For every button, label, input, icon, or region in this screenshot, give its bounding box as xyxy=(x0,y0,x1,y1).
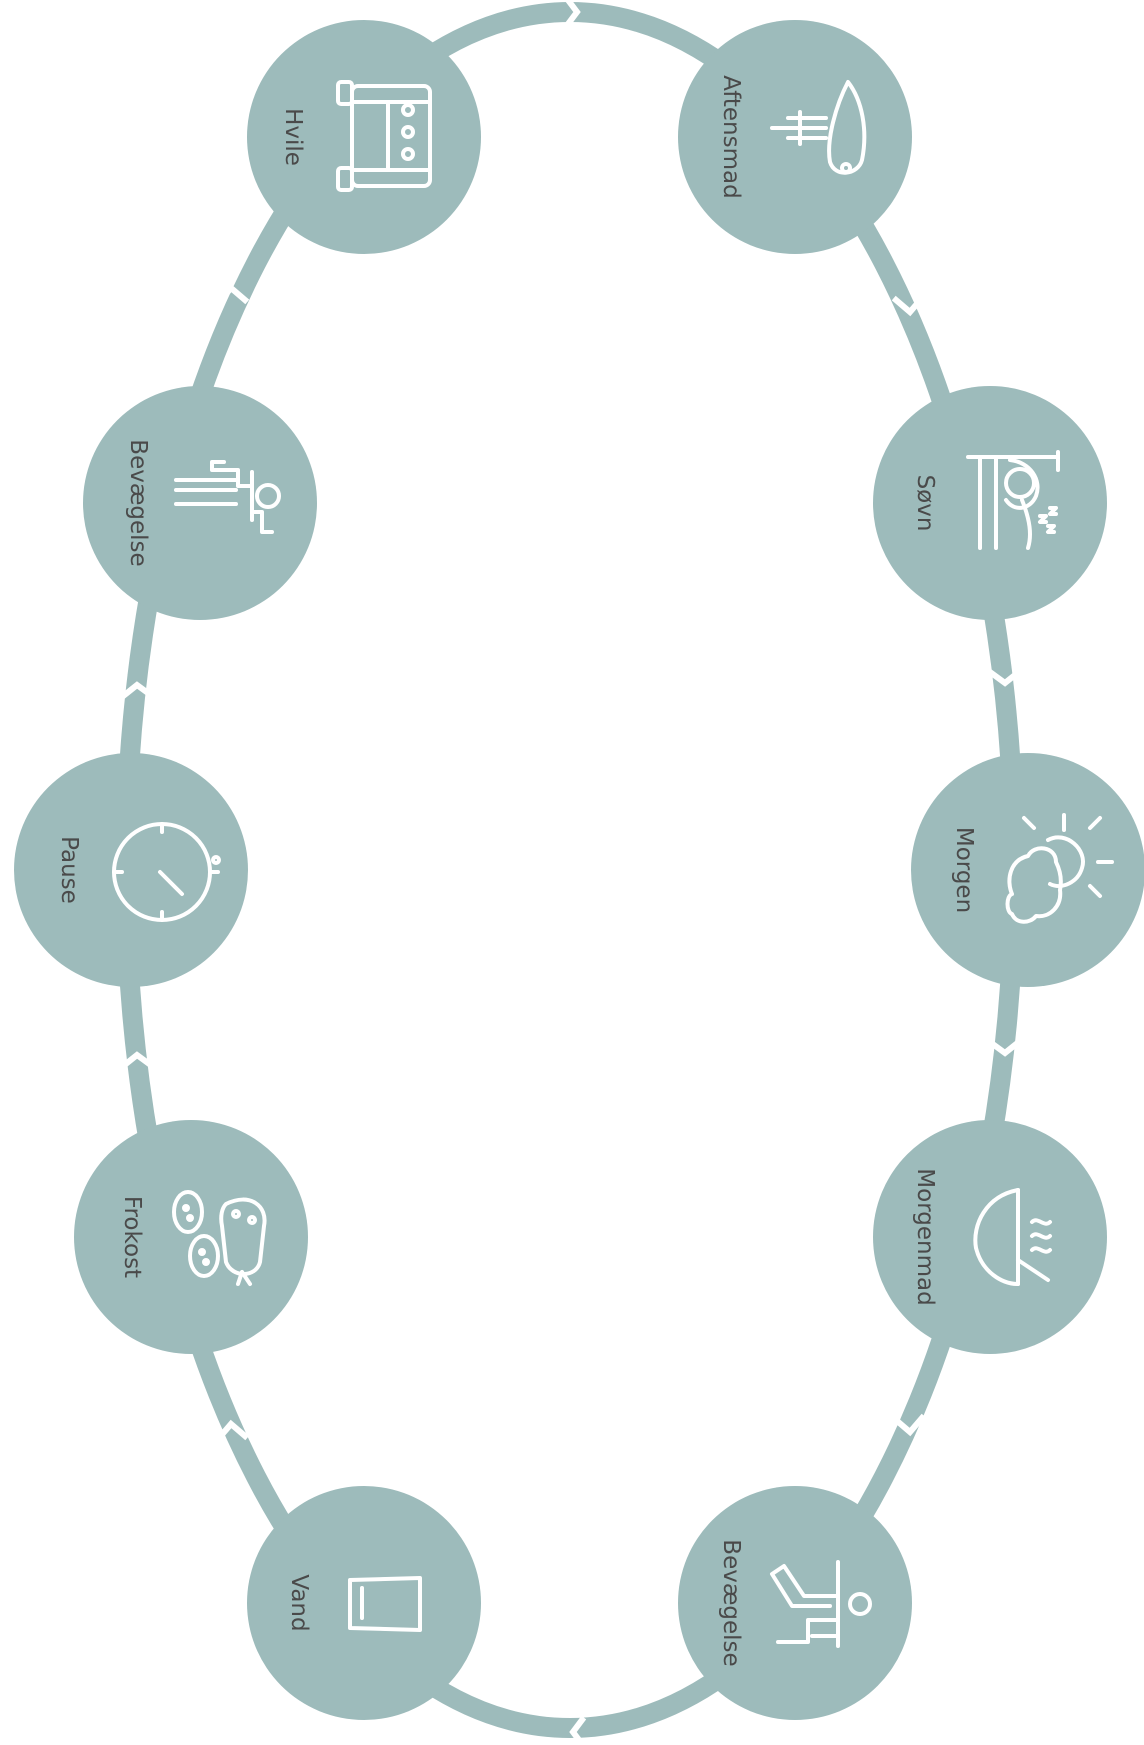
node-hvile: Hvile xyxy=(247,20,481,254)
sofa-icon xyxy=(336,80,432,192)
node-sovn: Søvn xyxy=(873,386,1107,620)
node-aftensmad: Aftensmad xyxy=(678,20,912,254)
arrow-icon xyxy=(891,293,927,317)
node-morgenmad: Morgenmad xyxy=(873,1120,1107,1354)
node-frokost: Frokost xyxy=(74,1120,308,1354)
node-bevaegelse-right: Bevægelse xyxy=(678,1486,912,1720)
direction-arrows xyxy=(117,0,1025,1745)
node-label: Bevægelse xyxy=(125,439,151,566)
node-morgen: Morgen xyxy=(911,753,1144,987)
arrow-icon xyxy=(214,1419,250,1443)
arrow-icon xyxy=(117,681,157,702)
arrow-icon xyxy=(563,0,581,29)
sleeping-in-bed-icon xyxy=(966,450,1060,550)
node-circle xyxy=(14,753,248,987)
node-label: Morgenmad xyxy=(912,1168,938,1305)
node-label: Bevægelse xyxy=(718,1539,744,1666)
arrow-icon xyxy=(891,1413,927,1437)
fork-and-sausage-icon xyxy=(770,80,867,175)
node-vand: Vand xyxy=(247,1486,481,1720)
node-label: Vand xyxy=(286,1574,312,1631)
sun-and-cloud-icon xyxy=(1005,813,1114,924)
arrow-icon xyxy=(985,666,1025,687)
arrow-icon xyxy=(569,1715,587,1745)
node-pause: Pause xyxy=(14,753,248,987)
cycle-ring xyxy=(116,2,1024,1738)
arrow-icon xyxy=(214,283,250,307)
node-label: Frokost xyxy=(119,1196,145,1278)
node-circle xyxy=(873,1120,1107,1354)
arrow-icon xyxy=(985,1036,1025,1057)
node-label: Pause xyxy=(56,836,82,904)
stretching-person-icon xyxy=(174,460,281,534)
node-label: Aftensmad xyxy=(718,75,744,198)
node-circle xyxy=(678,1486,912,1720)
exercising-person-icon xyxy=(770,1560,872,1648)
node-circle xyxy=(247,20,481,254)
node-label: Morgen xyxy=(951,827,977,913)
node-bevaegelse-left: Bevægelse xyxy=(83,386,317,620)
water-glass-icon xyxy=(348,1576,422,1632)
steaming-bowl-icon xyxy=(973,1188,1052,1286)
sausage-and-slices-icon xyxy=(172,1190,267,1286)
arrow-icon xyxy=(117,1051,157,1072)
node-circle xyxy=(74,1120,308,1354)
node-label: Søvn xyxy=(912,475,938,532)
node-circle xyxy=(911,753,1144,987)
stopwatch-icon xyxy=(112,822,221,922)
node-circle xyxy=(873,386,1107,620)
node-label: Hvile xyxy=(280,108,306,166)
